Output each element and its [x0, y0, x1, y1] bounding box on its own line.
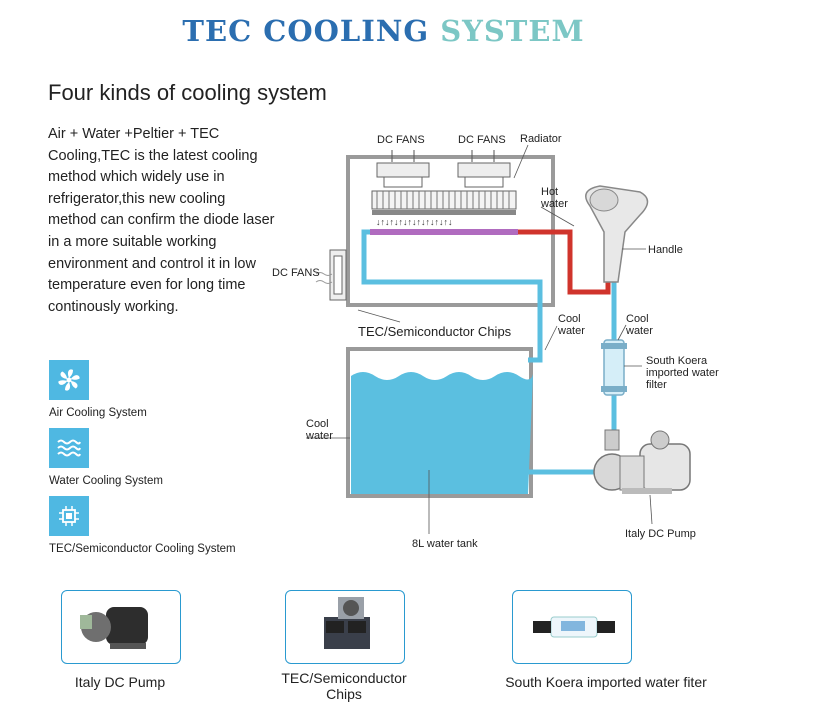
air-cooling-legend-icon — [49, 360, 89, 400]
water-filter — [601, 339, 627, 396]
label-cool-water-mid-1: Cool — [558, 313, 581, 325]
fan-icon — [58, 369, 80, 391]
filter-photo — [533, 616, 615, 638]
tec-chip-strip — [370, 229, 518, 235]
label-cool-water-right-1: Cool — [626, 313, 649, 325]
water-cooling-legend-icon — [49, 428, 89, 468]
label-filter-2: imported water — [646, 367, 719, 379]
label-handle: Handle — [648, 244, 683, 256]
tank-water — [351, 372, 533, 494]
product-caption-filter: South Koera imported water fiter — [505, 674, 707, 690]
product-card-tec-chips — [285, 590, 405, 664]
chip-icon — [59, 506, 79, 526]
cool-pipe-enclosure — [361, 229, 543, 363]
tec-chips-photo — [324, 597, 370, 649]
legend-label-air: Air Cooling System — [49, 407, 147, 419]
dc-fan-top-right — [457, 150, 511, 188]
svg-text:↓↑↓↑↓↑↓↑↓↑↓↑↓↑↓↑↓: ↓↑↓↑↓↑↓↑↓↑↓↑↓↑↓↑↓ — [376, 217, 453, 227]
product-caption-pump: Italy DC Pump — [74, 674, 166, 690]
label-cool-water-tank-2: water — [306, 430, 333, 442]
label-filter-1: South Koera — [646, 355, 708, 367]
label-hot-water-1: Hot — [541, 186, 559, 198]
legend-label-tec: TEC/Semiconductor Cooling System — [49, 543, 236, 555]
label-tec-chips: TEC/Semiconductor Chips — [358, 324, 512, 339]
label-radiator: Radiator — [520, 133, 562, 145]
page-title: TEC COOLING SYSTEM — [0, 14, 767, 48]
product-card-filter — [512, 590, 632, 664]
hot-water-pipe — [518, 229, 611, 295]
label-cool-water-tank-1: Cool — [306, 418, 329, 430]
description-text: Air + Water +Peltier + TEC Cooling,TEC i… — [48, 126, 275, 315]
dc-fan-top-left — [376, 150, 430, 188]
waves-icon — [57, 439, 81, 457]
dc-pump — [593, 429, 691, 494]
label-leaders — [306, 144, 653, 534]
radiator-fins: ↓↑↓↑↓↑↓↑↓↑↓↑↓↑↓↑↓ — [371, 190, 517, 227]
label-cool-water-mid-2: water — [558, 325, 585, 337]
legend-label-water: Water Cooling System — [49, 475, 163, 487]
label-hot-water-2: water — [541, 198, 568, 210]
section-subtitle: Four kinds of cooling system — [48, 80, 327, 105]
title-part-2: SYSTEM — [440, 14, 585, 48]
label-dc-fans-side: DC FANS — [272, 267, 320, 279]
dc-fan-side — [315, 249, 347, 301]
title-part-1: TEC COOLING — [182, 14, 430, 48]
product-card-pump — [61, 590, 181, 664]
label-dc-fans-right: DC FANS — [458, 134, 506, 146]
pump-photo — [80, 607, 148, 649]
label-pump: Italy DC Pump — [625, 528, 696, 540]
label-filter-3: filter — [646, 379, 667, 391]
laser-handle — [585, 185, 649, 283]
label-dc-fans-left: DC FANS — [377, 134, 425, 146]
label-water-tank: 8L water tank — [412, 538, 478, 550]
tec-cooling-legend-icon — [49, 496, 89, 536]
product-caption-tec-chips: TEC/Semiconductor Chips — [281, 670, 407, 702]
label-cool-water-right-2: water — [626, 325, 653, 337]
